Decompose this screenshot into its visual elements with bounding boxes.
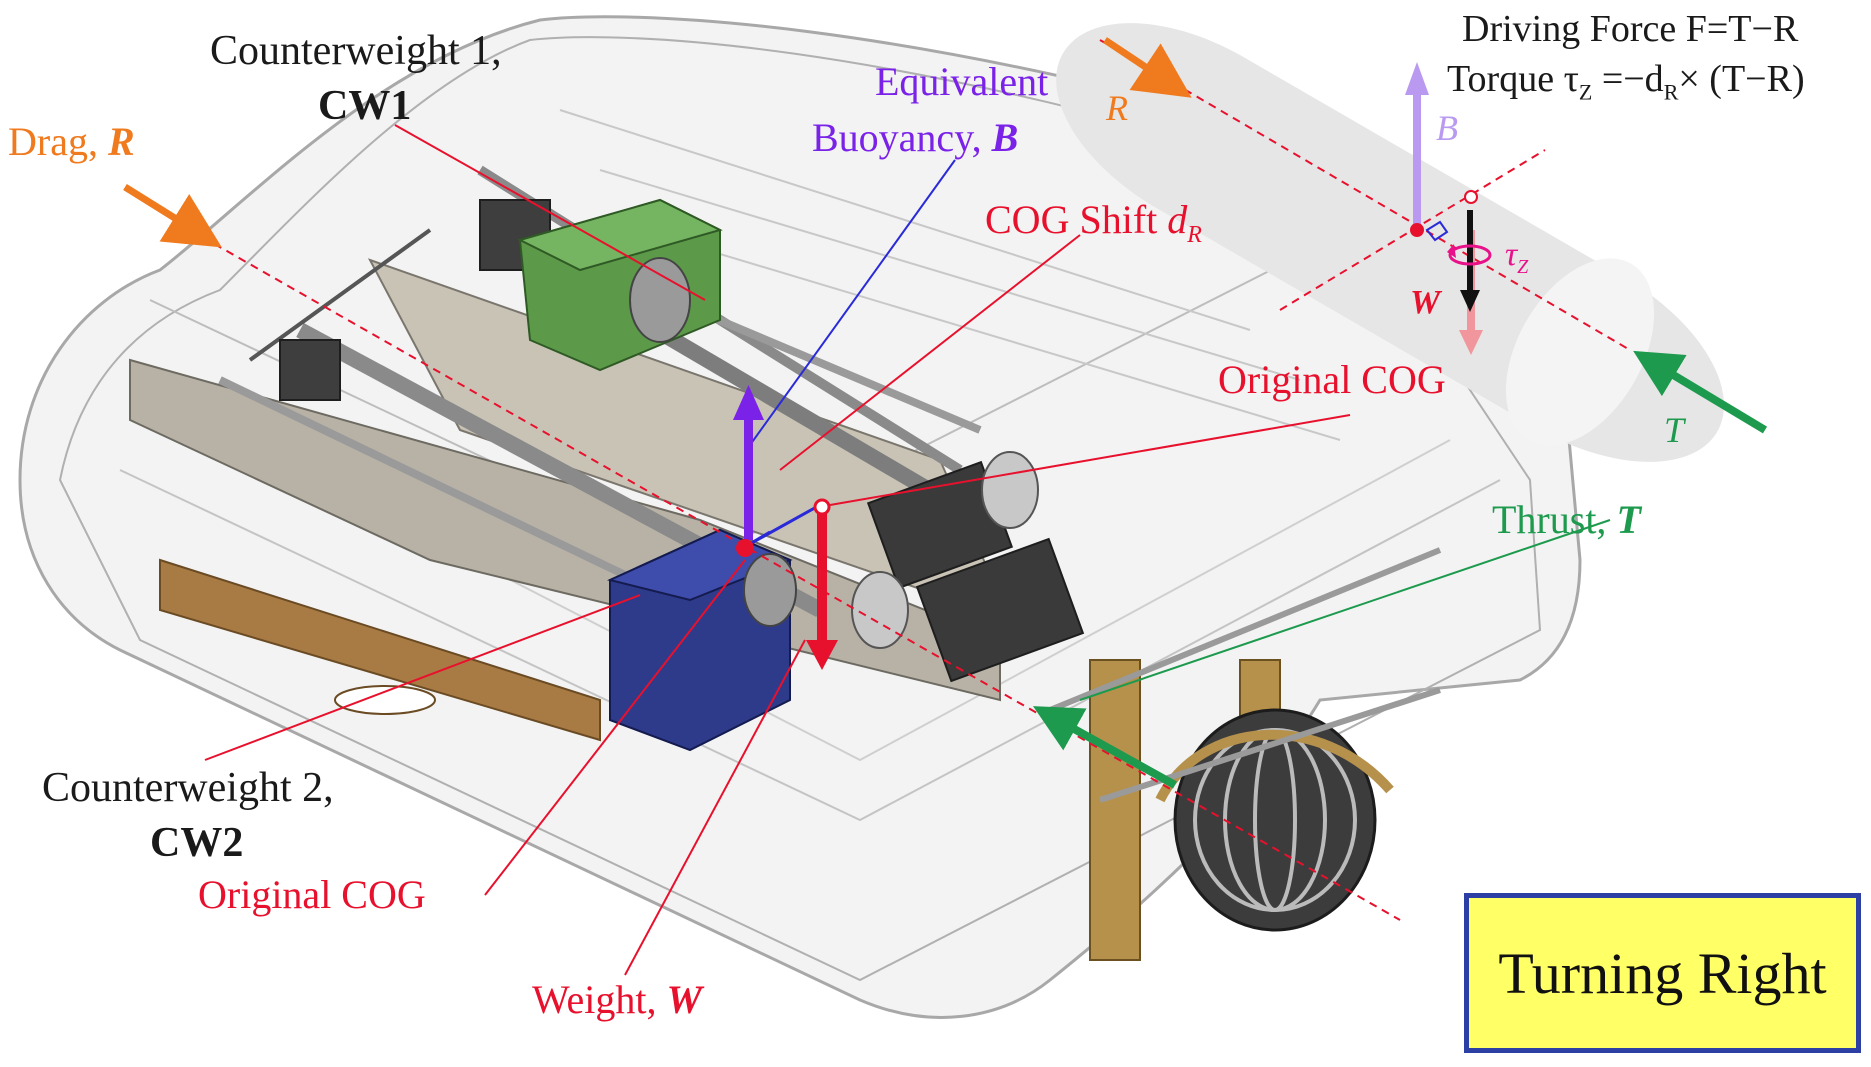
inset-diagram bbox=[1056, 23, 1768, 462]
original-cog-marker bbox=[813, 498, 831, 516]
drag-arrow bbox=[123, 184, 222, 248]
mechanism bbox=[129, 165, 1442, 961]
driving-force-equation: Driving Force F=T−R bbox=[1462, 8, 1799, 50]
inset-cog-dot bbox=[1410, 223, 1424, 237]
inset-original-cog bbox=[1464, 190, 1478, 204]
original-cog-label-top: Original COG bbox=[1218, 357, 1446, 402]
buoyancy-label-line2: Buoyancy, B bbox=[812, 115, 1019, 160]
drag-label: Drag, R bbox=[8, 119, 135, 164]
inset-weight-label: W bbox=[1410, 284, 1441, 321]
thrust-arrow bbox=[1033, 706, 1177, 789]
inset-buoyancy-arrow bbox=[1413, 90, 1421, 230]
inset-torque-label: τZ bbox=[1505, 236, 1529, 278]
cw1-label-line1: Counterweight 1, bbox=[210, 28, 502, 74]
inset-thrust-arrow bbox=[1633, 350, 1768, 434]
inset-buoyancy-label: B bbox=[1436, 108, 1458, 148]
buoyancy-label-line1: Equivalent bbox=[875, 59, 1049, 104]
turning-right-box: Turning Right bbox=[1464, 893, 1861, 1053]
shifted-cog-dot bbox=[736, 539, 754, 557]
leader-lines bbox=[204, 124, 1611, 976]
buoyancy-arrow bbox=[733, 385, 764, 540]
cw1-label-line2: CW1 bbox=[318, 83, 412, 129]
original-cog-label-bottom: Original COG bbox=[198, 872, 426, 917]
torque-equation: Torque τZ =−dR× (T−R) bbox=[1447, 58, 1805, 105]
inset-drag-arrow bbox=[1103, 37, 1192, 98]
inset-weight-arrow bbox=[1467, 210, 1473, 295]
turning-right-label: Turning Right bbox=[1498, 940, 1827, 1006]
inset-drag-label: R bbox=[1106, 88, 1128, 128]
weight-arrow bbox=[806, 510, 838, 670]
cog-shift-label: COG Shift dR bbox=[985, 197, 1202, 248]
cw2-label-line2: CW2 bbox=[150, 820, 244, 866]
cw2-label-line1: Counterweight 2, bbox=[42, 765, 334, 811]
thrust-label: Thrust, T bbox=[1492, 497, 1641, 542]
inset-torque-ring bbox=[1448, 244, 1492, 266]
weight-label: Weight, W bbox=[532, 977, 703, 1022]
inset-thrust-label: T bbox=[1664, 410, 1685, 450]
